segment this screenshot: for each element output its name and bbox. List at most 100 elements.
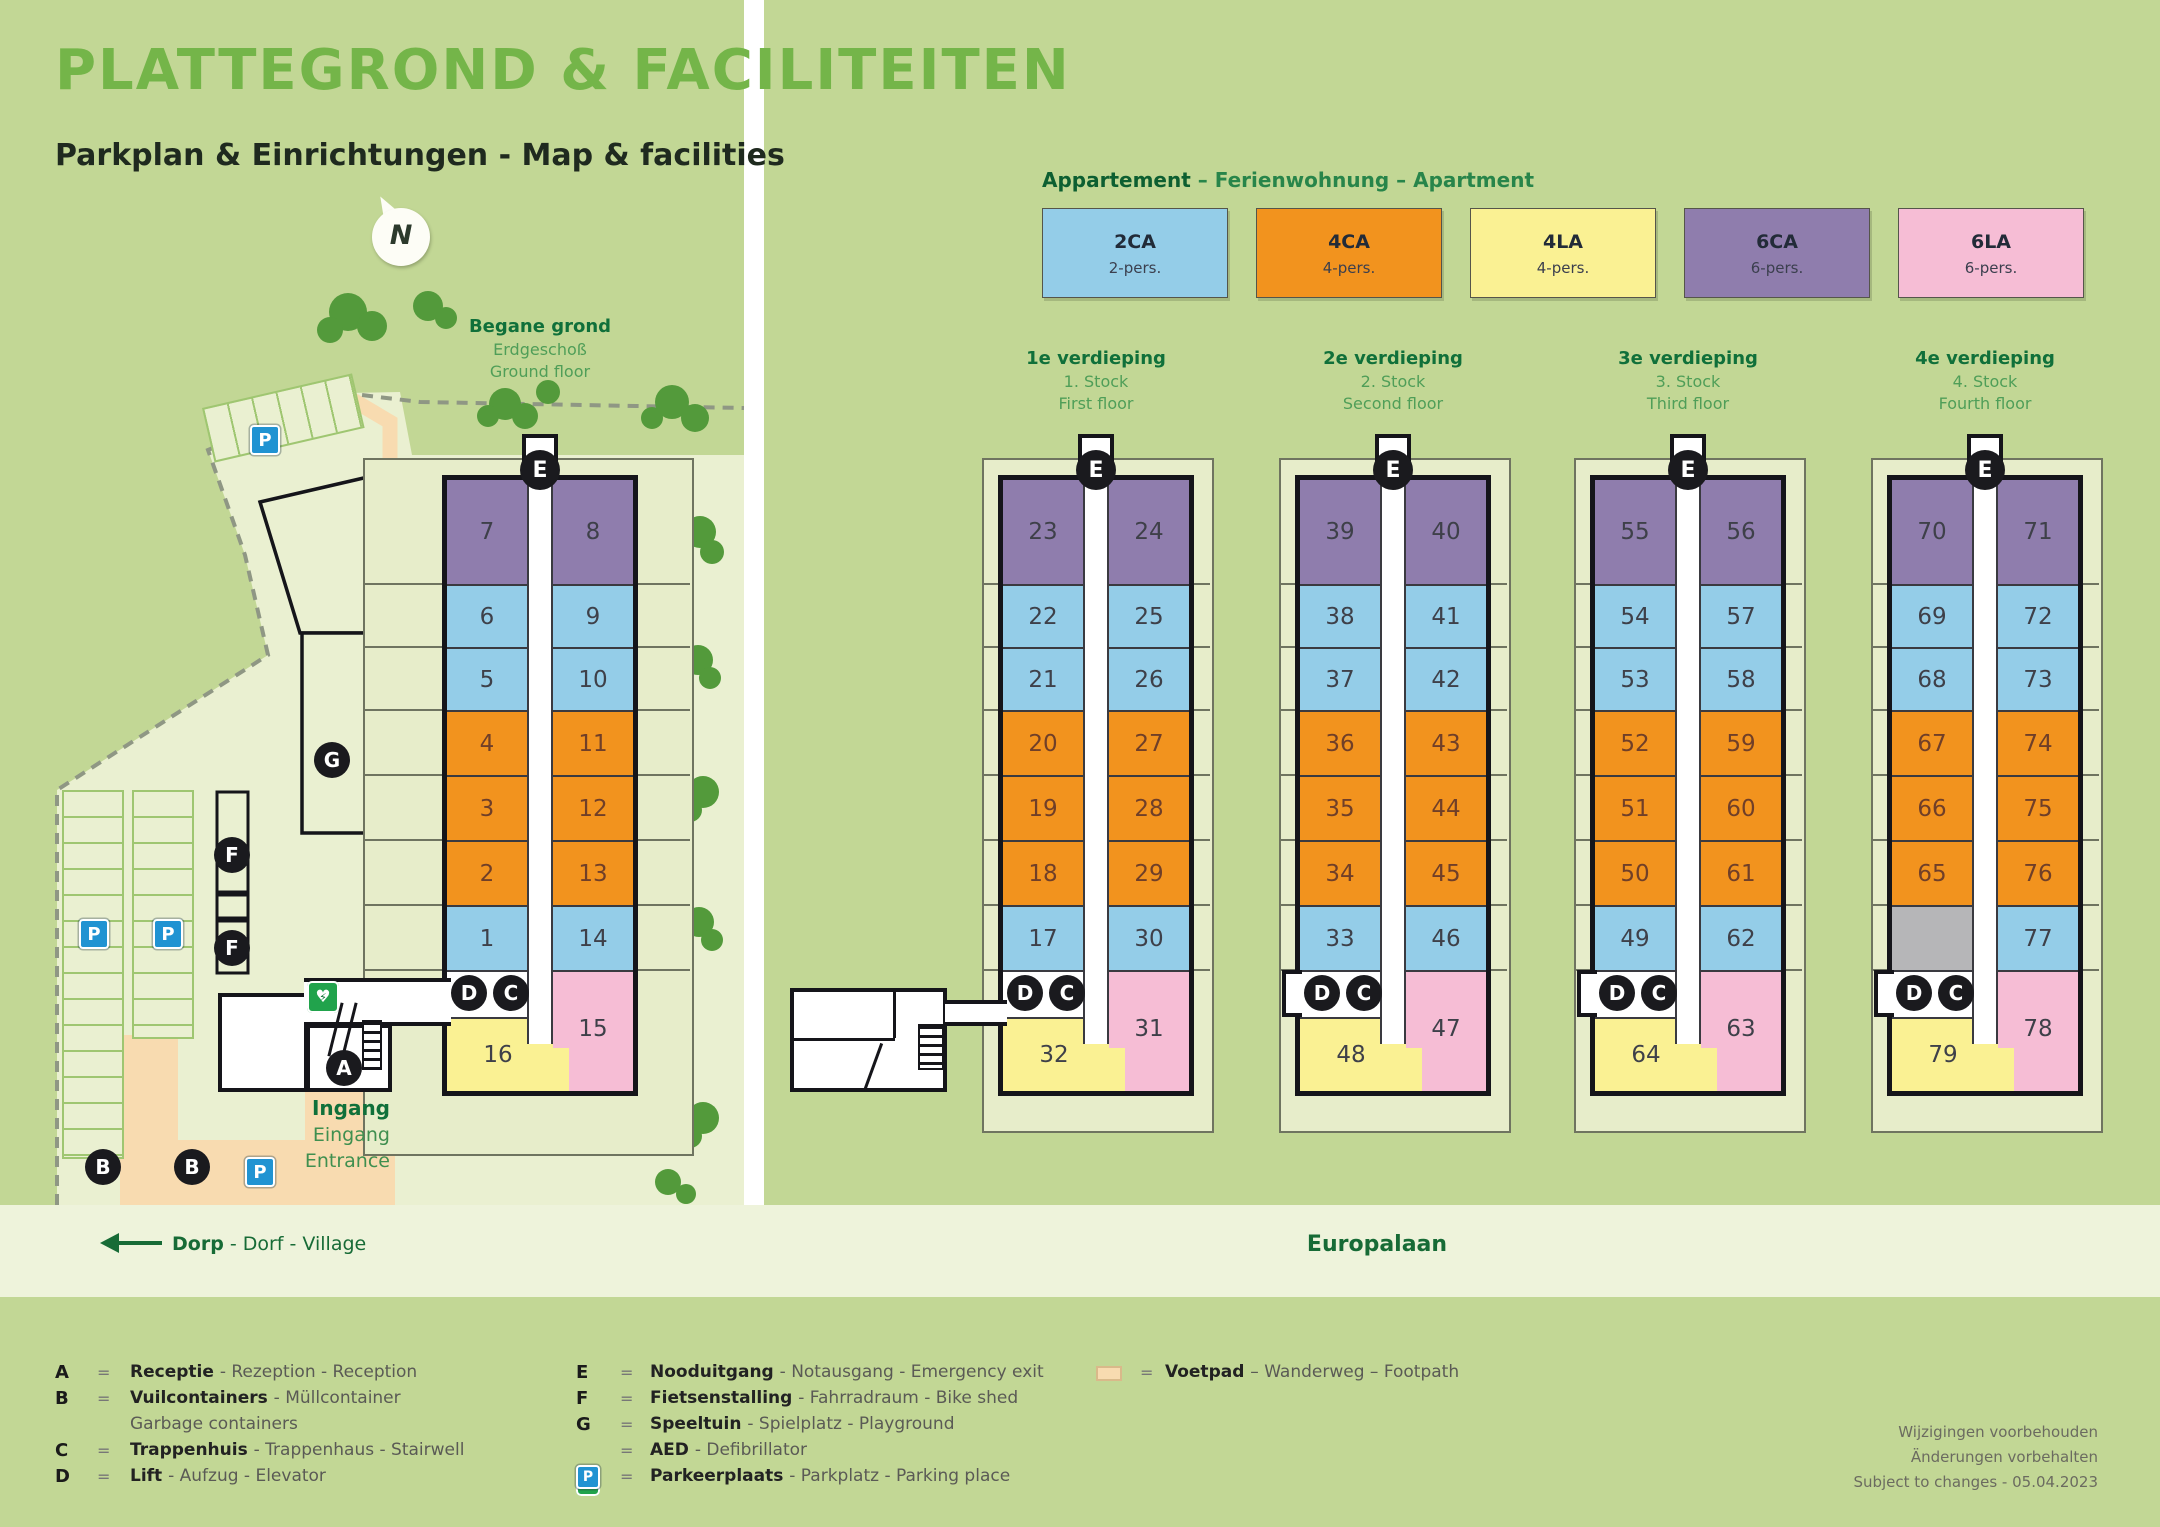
unit-number: 31 [1134, 1016, 1164, 1042]
annex-staircase [918, 1024, 944, 1070]
unit-number: 22 [1028, 603, 1058, 630]
ring-divider [1871, 774, 1892, 776]
legend-translation: - Notausgang - Emergency exit [779, 1362, 1044, 1382]
apartment-type-persons: 4-pers. [1536, 259, 1590, 277]
unit-number: 36 [1325, 730, 1355, 757]
ring-divider [1871, 839, 1892, 841]
unit-number: 5 [479, 666, 495, 693]
legend-symbol-E: E [576, 1362, 589, 1383]
unit-number: 23 [1028, 519, 1058, 545]
unit-number: 24 [1134, 519, 1164, 545]
unit-number: 66 [1917, 795, 1947, 822]
unit-number: 37 [1325, 666, 1355, 693]
legend-translation: - Rezeption - Reception [219, 1362, 418, 1382]
ring-divider [1574, 904, 1595, 906]
lift-icon: D [1599, 975, 1635, 1011]
legend-translation: - Fahrradraum - Bike shed [798, 1388, 1019, 1408]
unit-number: 33 [1325, 925, 1355, 952]
apartment-27: 27 [1109, 710, 1189, 775]
floor-title-line: 1. Stock [1063, 372, 1129, 391]
legend-equals: = [620, 1415, 634, 1434]
ring-divider [1871, 904, 1892, 906]
entrance-staircase [362, 1020, 382, 1070]
unit-number: 75 [2023, 795, 2053, 822]
legend-name: Nooduitgang [650, 1362, 780, 1382]
reception-icon: A [326, 1050, 362, 1086]
garbage-containers-icon: B [174, 1149, 210, 1185]
unit-number: 48 [1336, 1042, 1366, 1068]
legend-parking-icon: P [576, 1465, 600, 1489]
road-europalaan [0, 1205, 2160, 1297]
apartment-3: 3 [447, 775, 527, 840]
ring-divider [982, 583, 1003, 585]
apartment-74: 74 [1998, 710, 2078, 775]
apartment-76: 76 [1998, 840, 2078, 905]
apartment-type-code: 2CA [1114, 231, 1156, 253]
apartment-29: 29 [1109, 840, 1189, 905]
stairwell-icon: C [1346, 975, 1382, 1011]
apartment-4: 4 [447, 710, 527, 775]
unit-number: 67 [1917, 730, 1947, 757]
parking-sign-icon: P [250, 425, 280, 455]
ring-divider [1486, 904, 1507, 906]
unit-number: 60 [1726, 795, 1756, 822]
stairwell-icon: C [1049, 975, 1085, 1011]
ring-divider [2078, 646, 2099, 648]
apartment-35: 35 [1300, 775, 1380, 840]
unit-number: 70 [1917, 519, 1947, 545]
unit-number: 56 [1726, 519, 1756, 545]
reception-building [218, 993, 308, 1092]
legend-name: AED [650, 1440, 695, 1460]
apartment-24: 24 [1109, 480, 1189, 584]
floor-title-line: 2. Stock [1360, 372, 1426, 391]
corridor [1380, 480, 1406, 1044]
floor-title-line: 3e verdieping [1618, 348, 1758, 369]
legend-symbol-B: B [55, 1388, 69, 1409]
unit-number: 3 [479, 795, 495, 822]
legend-name: Lift [130, 1466, 169, 1486]
legend-translation: - Aufzug - Elevator [168, 1466, 326, 1486]
apartment-65: 65 [1892, 840, 1972, 905]
ring-divider [363, 583, 447, 585]
ring-divider [1486, 583, 1507, 585]
ring-divider [633, 904, 690, 906]
ring-divider [2078, 709, 2099, 711]
apartment-12: 12 [553, 775, 633, 840]
park-boundary-dashed [55, 390, 745, 1205]
ring-divider [982, 839, 1003, 841]
unit-number: 28 [1134, 795, 1164, 822]
ring-divider [1781, 774, 1802, 776]
parking-lot-left [62, 790, 124, 1159]
apartment-19: 19 [1003, 775, 1083, 840]
unit-number: 73 [2023, 666, 2053, 693]
apartment-7: 7 [447, 480, 527, 584]
apartment-44: 44 [1406, 775, 1486, 840]
legend-equals: = [620, 1441, 634, 1460]
ring-divider [363, 839, 447, 841]
corridor-stub [1577, 970, 1597, 1017]
ring-divider [1574, 774, 1595, 776]
unit-number: 78 [2023, 1016, 2053, 1042]
unit-number: 20 [1028, 730, 1058, 757]
ring-divider [633, 709, 690, 711]
unit-number: 32 [1039, 1042, 1069, 1068]
emergency-exit-icon: E [1373, 450, 1413, 490]
apartment-legend-title-rest: – Ferienwohnung – Apartment [1190, 168, 1535, 192]
legend-name: Trappenhuis [130, 1440, 254, 1460]
apartment-21: 21 [1003, 647, 1083, 710]
ring-divider [1781, 583, 1802, 585]
apartment-75: 75 [1998, 775, 2078, 840]
apartment-66: 66 [1892, 775, 1972, 840]
apartment-57: 57 [1701, 584, 1781, 647]
ring-divider [1189, 583, 1210, 585]
ring-divider [1189, 709, 1210, 711]
emergency-exit-icon: E [520, 450, 560, 490]
unit-number: 45 [1431, 860, 1461, 887]
apartment-20: 20 [1003, 710, 1083, 775]
unit-number: 44 [1431, 795, 1461, 822]
